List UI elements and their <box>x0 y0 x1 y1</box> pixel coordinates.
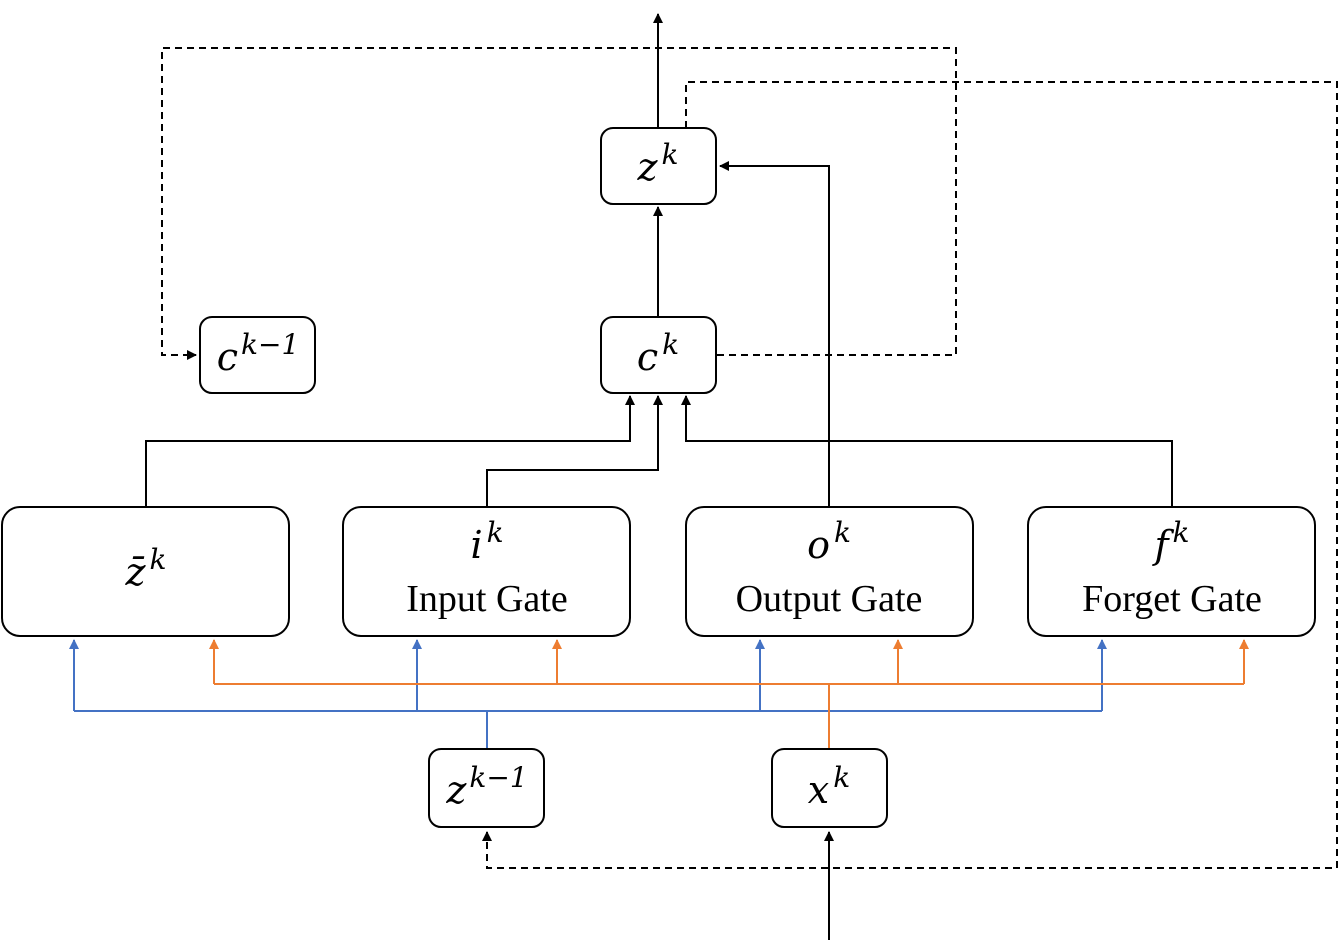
hidden-state-feedback-path <box>482 81 1338 869</box>
cell-state-feedback-path <box>161 47 957 360</box>
output-gate-label: Output Gate <box>736 578 923 620</box>
svg-text:zk−1: zk−1 <box>445 761 527 812</box>
forget-gate-to-ck-arrow <box>681 395 1173 507</box>
forget-gate-label: Forget Gate <box>1082 578 1262 620</box>
svg-text:ok: ok <box>807 516 851 567</box>
svg-text:xk: xk <box>808 761 850 812</box>
zbar-to-ck-arrow <box>145 395 635 507</box>
svg-text:zk: zk <box>637 138 679 189</box>
svg-text:ck: ck <box>637 328 679 379</box>
output-gate-to-zk-arrow <box>719 161 830 507</box>
svg-text:ck−1: ck−1 <box>217 328 300 379</box>
input-gate-label: Input Gate <box>406 578 567 620</box>
input-gate-to-ck-arrow <box>486 395 663 507</box>
svg-text:ik: ik <box>470 516 503 567</box>
svg-text:z̄k: z̄k <box>125 543 167 594</box>
node-z-bar-k: z̄k <box>1 506 290 637</box>
